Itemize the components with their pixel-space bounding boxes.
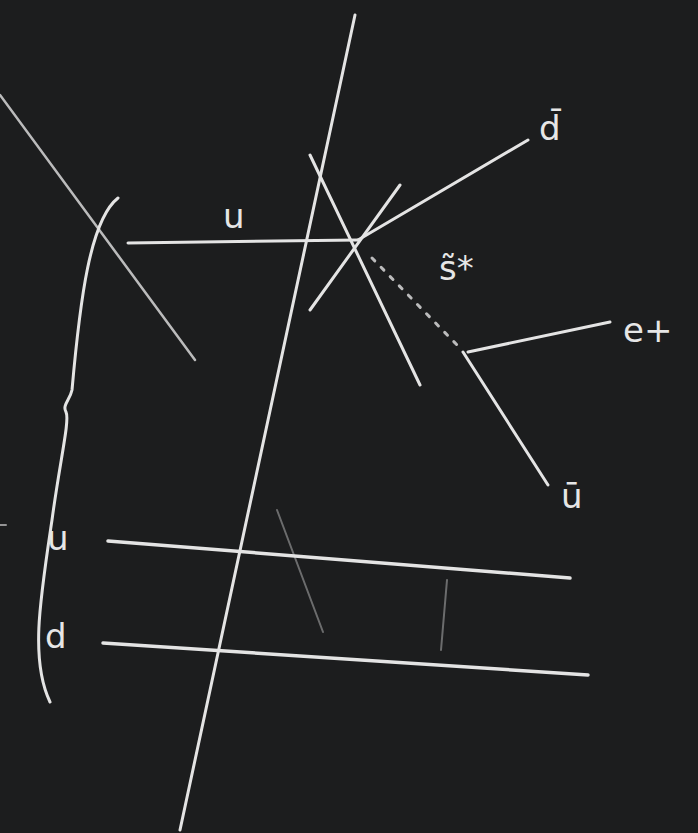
- faint-stroke: [0, 524, 6, 526]
- cross-mark: [310, 185, 400, 310]
- particle-label: d̄: [536, 110, 564, 146]
- quark-line: [103, 643, 588, 675]
- quark-line: [463, 352, 548, 485]
- quark-line: [108, 541, 570, 578]
- cross-mark: [310, 155, 420, 385]
- faint-stroke: [277, 510, 323, 632]
- brace: [39, 198, 118, 702]
- chalk-stroke: [180, 15, 355, 830]
- particle-label: d: [42, 618, 70, 654]
- faint-stroke: [441, 580, 447, 650]
- quark-line: [128, 240, 358, 243]
- lepton-line: [468, 322, 610, 352]
- particle-label: e+: [620, 312, 675, 348]
- particle-label: u: [220, 198, 248, 234]
- particle-label: ū: [558, 478, 586, 514]
- particle-label: s̃*: [436, 250, 477, 286]
- particle-label: u: [44, 520, 72, 556]
- quark-line: [358, 140, 528, 240]
